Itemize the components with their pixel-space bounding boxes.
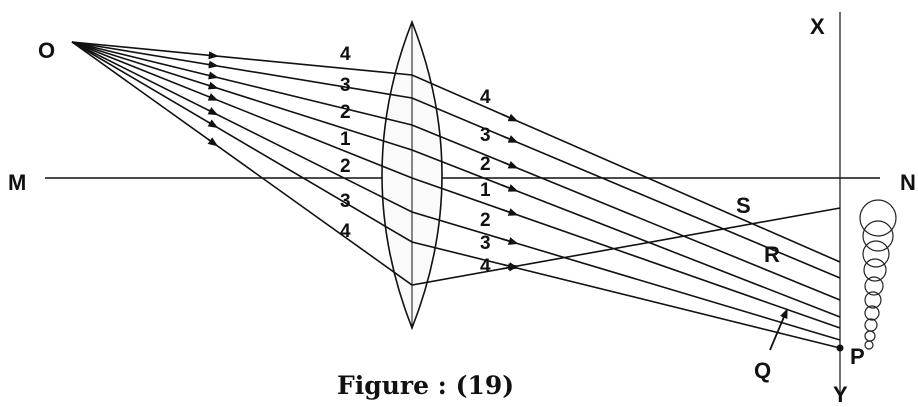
ray-arrow: [207, 107, 219, 116]
label-object-o: O: [38, 38, 55, 63]
label-point-q: Q: [754, 358, 771, 383]
ray-arrow: [501, 263, 519, 272]
ray-arrow: [207, 119, 219, 129]
ray-arrow: [501, 184, 519, 192]
ray-label-left: 3: [340, 75, 351, 96]
label-screen-y: Y: [833, 382, 848, 407]
ray-label-left: 4: [340, 221, 351, 242]
rays-group: [71, 41, 841, 349]
q-pointer: [769, 308, 788, 351]
ray-label-right: 1: [480, 180, 491, 201]
ray-label-left: 4: [340, 44, 351, 65]
ray-arrow: [501, 237, 519, 245]
ray-label-right: 2: [480, 154, 491, 175]
ray-arrow: [501, 208, 519, 216]
light-ray: [71, 41, 841, 286]
ray-label-right: 3: [480, 233, 491, 254]
label-point-r: R: [764, 242, 780, 267]
light-ray: [71, 41, 841, 329]
ray-label-left: 2: [340, 102, 351, 123]
label-axis-n: N: [900, 170, 916, 195]
ray-label-right: 4: [480, 256, 491, 277]
ray-label-left: 1: [340, 129, 351, 150]
light-ray: [71, 41, 841, 263]
light-ray: [71, 41, 841, 279]
ray-label-right: 3: [480, 125, 491, 146]
ray-arrow: [207, 71, 219, 80]
figure-caption: Figure : (19): [337, 371, 514, 400]
ray-arrow: [207, 137, 219, 147]
light-ray: [71, 41, 841, 341]
ray-label-left: 2: [340, 156, 351, 177]
ray-arrow: [207, 93, 219, 101]
ray-label-left: 3: [340, 191, 351, 212]
light-ray: [71, 41, 841, 301]
ray-label-right: 4: [480, 87, 491, 108]
ray-arrow: [207, 51, 219, 60]
ray-arrow: [501, 113, 519, 122]
ray-label-right: 2: [480, 210, 491, 231]
light-ray: [71, 41, 841, 349]
label-screen-x: X: [810, 14, 825, 39]
light-ray: [71, 41, 841, 318]
blur-circles: [859, 199, 897, 350]
ray-arrow: [207, 60, 219, 69]
ray-arrow: [501, 135, 519, 143]
label-axis-m: M: [8, 170, 26, 195]
point-p-dot: [836, 344, 844, 352]
label-point-p: P: [850, 344, 865, 369]
ray-arrow: [501, 161, 519, 169]
ray-arrow: [207, 81, 219, 90]
label-point-s: S: [736, 193, 751, 218]
